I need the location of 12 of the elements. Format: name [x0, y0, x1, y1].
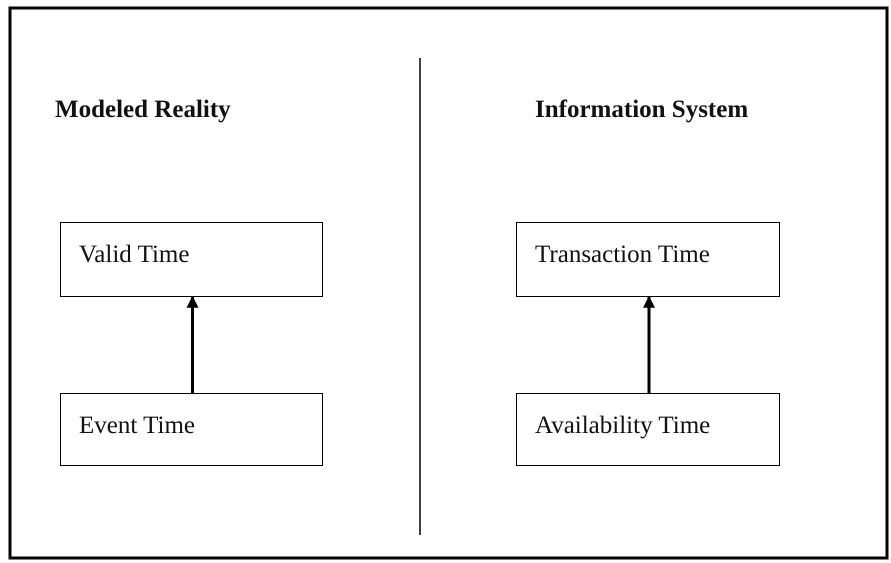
text-box	[60, 393, 323, 466]
text-box	[516, 393, 780, 466]
text-box	[60, 222, 323, 297]
text-box	[516, 222, 780, 297]
column-heading: Modeled Reality	[55, 96, 231, 124]
column-heading: Information System	[535, 96, 748, 124]
box-label: Valid Time	[79, 241, 190, 269]
box-label: Event Time	[79, 412, 195, 440]
arrow	[643, 296, 655, 393]
box-label: Transaction Time	[535, 241, 710, 269]
box-label: Availability Time	[535, 412, 710, 440]
arrow	[186, 296, 198, 393]
